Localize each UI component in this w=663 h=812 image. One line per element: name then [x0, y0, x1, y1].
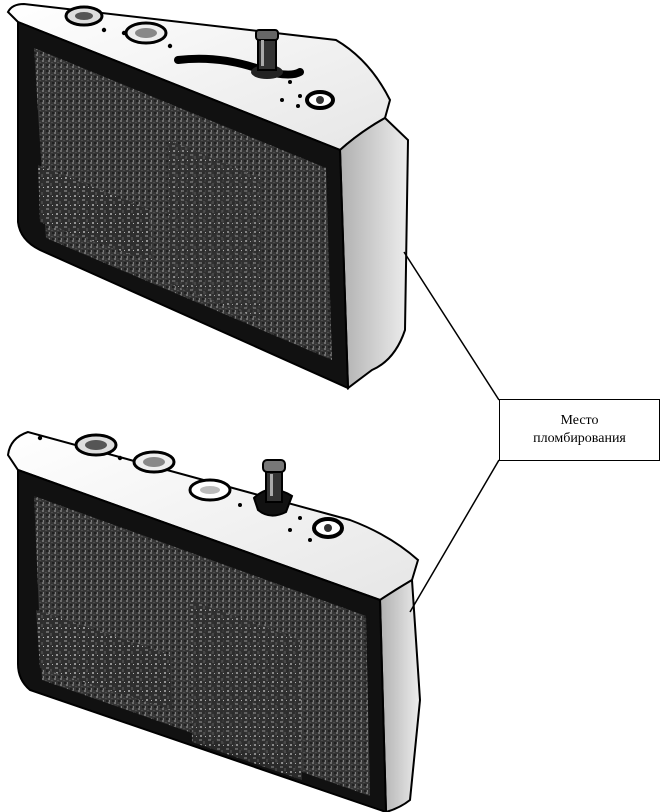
device-bottom-knob-3-center: [200, 486, 220, 494]
device-top-display: [38, 165, 152, 262]
callout-line-2: пломбирования: [533, 431, 626, 446]
device-bottom: [6, 430, 422, 812]
device-bottom-panel-right: [190, 600, 302, 780]
device-top-side-face: [338, 116, 410, 390]
device-bottom-knob-2-center: [143, 457, 165, 467]
device-bottom-side-face: [378, 578, 422, 812]
device-bottom-display: [36, 610, 172, 710]
device-bottom-knob-4-center: [324, 524, 332, 532]
device-top: [6, 2, 410, 390]
device-top-panel-right: [168, 140, 262, 320]
device-bottom-knob-1-center: [85, 440, 107, 450]
leader-line-bottom: [409, 459, 500, 613]
leader-line-top: [403, 251, 500, 401]
device-top-knob-2-center: [135, 28, 157, 38]
callout-line-1: Место: [560, 413, 599, 428]
device-top-knob-1-center: [75, 12, 93, 20]
device-bottom-antenna-connector: [252, 459, 294, 517]
device-top-knob-3-center: [316, 96, 324, 104]
device-top-antenna-connector: [251, 29, 283, 79]
sealing-location-callout: Место пломбирования: [499, 399, 660, 461]
